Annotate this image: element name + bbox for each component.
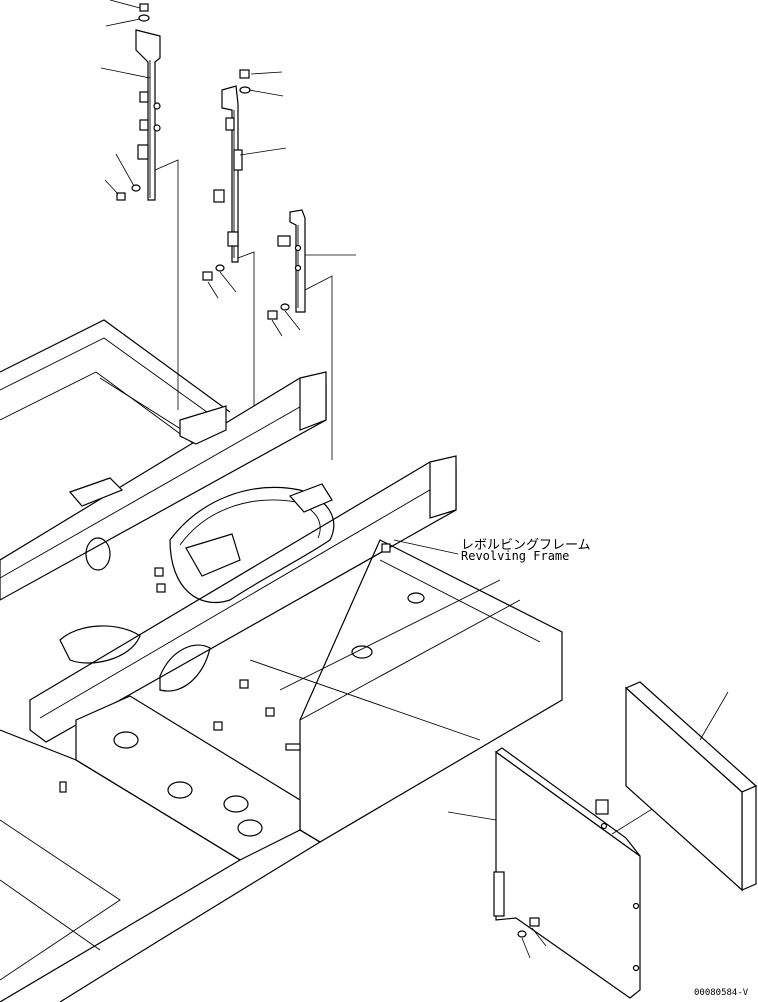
- bolt-cover: [517, 917, 540, 938]
- bolt-middle-top: [239, 69, 251, 94]
- frame-label-jp: レボルビングフレーム: [461, 538, 591, 553]
- insulation-pad: [624, 681, 758, 892]
- bolt-left-lower: [116, 184, 141, 201]
- drawing-code: 00080584-V: [694, 988, 749, 998]
- bracket-right: [277, 209, 306, 313]
- cover-plate: [493, 747, 641, 999]
- revolving-frame: [0, 319, 563, 1002]
- bracket-left: [135, 29, 161, 201]
- bolt-right-lower: [267, 303, 290, 320]
- frame-label-en: Revolving Frame: [461, 549, 570, 563]
- bolt-top-left: [138, 3, 150, 22]
- bolt-middle-lower: [202, 264, 225, 281]
- bracket-middle: [213, 85, 243, 263]
